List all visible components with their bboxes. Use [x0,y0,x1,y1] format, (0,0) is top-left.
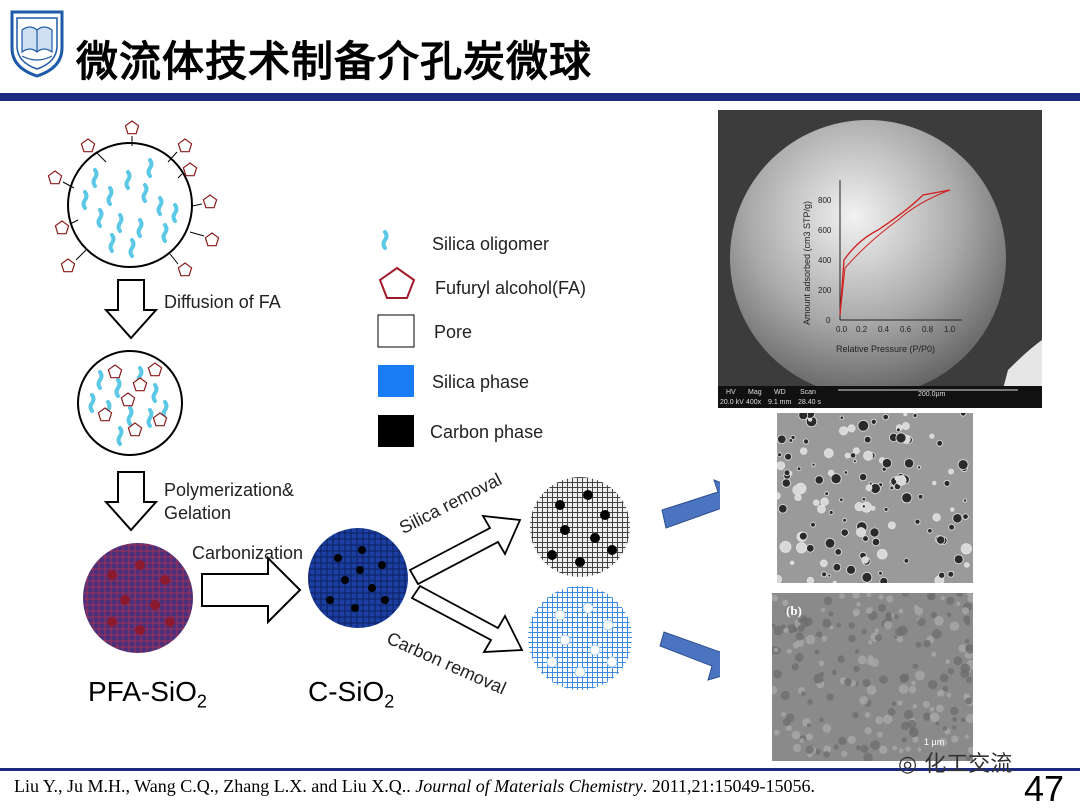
mesoporous-carbon-sphere [530,477,630,577]
header-rule [0,93,1080,101]
legend-fa-icon [378,266,416,299]
inset-ylabel: Amount adsorbed (cm3 STP/g) [802,201,812,325]
step-diffusion: Diffusion of FA [164,292,281,312]
university-logo-icon [10,10,64,78]
scale-bar-bottom: 1 µm [924,737,945,747]
inset-xtick-0: 0.0 [836,325,848,334]
step-carbonization: Carbonization [192,543,304,563]
svg-text:400x: 400x [746,399,762,406]
blue-arrow-upper [661,479,720,529]
inset-xtick-4: 0.8 [922,325,934,334]
legend-label-silica: Silica phase [432,372,530,392]
sem-microsphere-image: 0 200 400 600 800 0.0 0.2 0.4 0.6 0.8 1.… [718,110,1042,408]
pfa-sio2-sphere [83,543,193,653]
furfuryl-alcohol-molecules [47,120,220,277]
silica-removal-arrow [408,514,522,586]
legend-label-carbon: Carbon phase [430,422,544,442]
blue-arrow-lower [659,631,720,681]
legend-pore-icon [377,314,415,348]
legend-carbon-icon [378,415,414,447]
down-arrow-2 [103,471,159,532]
carbonization-arrow [201,555,302,625]
label-pfa-sio2: PFA-SiO2 [88,676,207,712]
carbon-removal-arrow [410,584,524,653]
svg-text:Scan: Scan [800,389,816,396]
svg-text:9.1 mm: 9.1 mm [768,399,792,406]
c-sio2-sphere [308,528,408,628]
inset-xtick-2: 0.4 [878,325,890,334]
legend-oligomer-icon [381,230,389,250]
page-number: 47 [1023,768,1064,809]
mesoporous-silica-sphere [528,586,632,690]
inset-xtick-1: 0.2 [856,325,868,334]
scale-bar-top: 200.0µm [918,391,946,398]
legend-silica-icon [378,365,414,397]
legend-label-fa: Fufuryl alcohol(FA) [435,278,587,298]
initial-droplet [67,142,193,268]
inset-xtick-5: 1.0 [944,325,956,334]
panel-label-b: (b) [786,603,802,618]
legend-label-oligomer: Silica oligomer [432,234,550,254]
down-arrow-1 [103,279,159,340]
fa-infused-droplet [77,350,183,456]
synthesis-diagram [47,120,720,690]
inset-ytick-200: 200 [818,286,832,295]
inset-ytick-0: 0 [826,316,831,325]
inset-ytick-400: 400 [818,256,832,265]
inset-xlabel: Relative Pressure (P/P0) [836,344,935,354]
legend-label-pore: Pore [434,322,473,342]
sem-mesoporous-carbon-image [777,413,973,583]
inset-ytick-800: 800 [818,196,832,205]
svg-text:Mag: Mag [748,389,762,396]
sem-mesoporous-silica-image: (b) 1 µm [772,593,973,761]
page-title: 微流体技术制备介孔炭微球 [76,37,593,86]
svg-text:28.40 s: 28.40 s [798,399,821,406]
svg-text:WD: WD [774,389,786,396]
step-polymerization-line1: Polymerization& [164,480,295,500]
inset-xtick-3: 0.6 [900,325,912,334]
svg-text:HV: HV [726,389,736,396]
svg-text:20.0 kV: 20.0 kV [720,399,744,406]
watermark: ◎ 化工交流 [898,752,1013,777]
step-polymerization-line2: Gelation [164,503,232,523]
wechat-icon: ◎ [898,752,925,777]
citation: Liu Y., Ju M.H., Wang C.Q., Zhang L.X. a… [14,776,816,796]
inset-ytick-600: 600 [818,226,832,235]
footer-rule [0,768,1080,771]
label-c-sio2: C-SiO2 [308,676,395,712]
